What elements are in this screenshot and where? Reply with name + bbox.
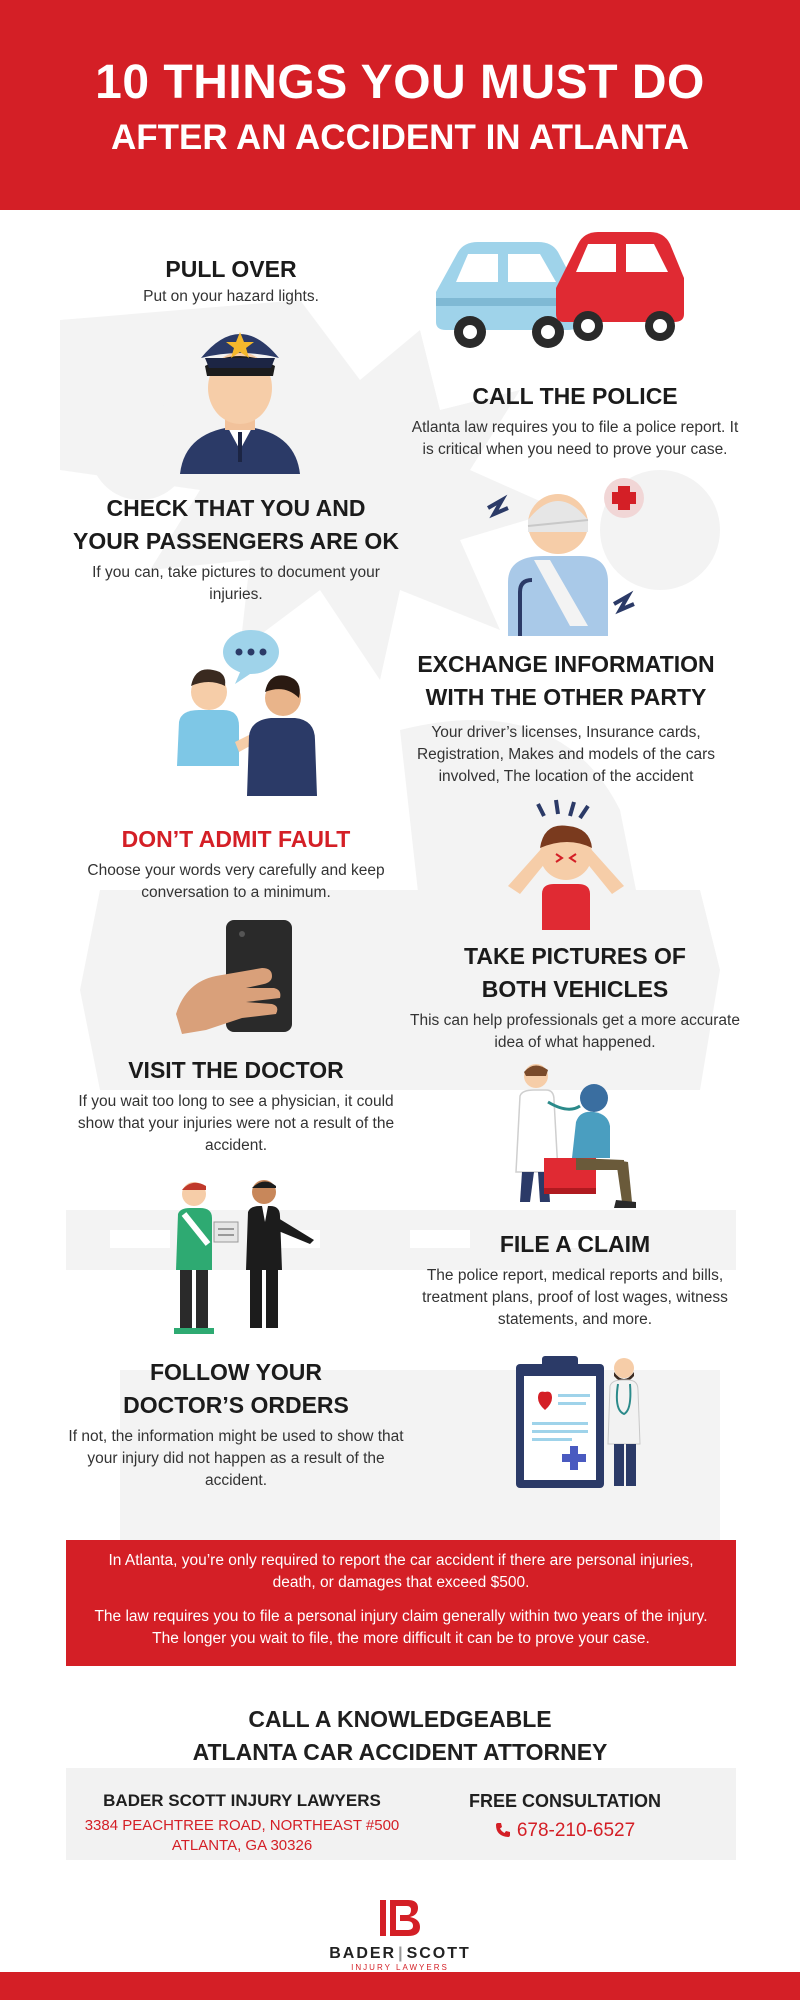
step-desc: If you wait too long to see a physician,… bbox=[77, 1093, 395, 1154]
two-people-talking-icon bbox=[177, 630, 317, 796]
step-title-line2: DOCTOR’S ORDERS bbox=[123, 1392, 349, 1418]
footer-bar bbox=[0, 1972, 800, 2000]
step-title-line1: CHECK THAT YOU AND bbox=[106, 495, 366, 521]
step-title: CALL THE POLICE bbox=[472, 383, 678, 409]
step-desc: Your driver’s licenses, Insurance cards,… bbox=[416, 724, 716, 785]
firm-address-line1: 3384 PEACHTREE ROAD, NORTHEAST #500 bbox=[84, 1817, 400, 1834]
contact-band bbox=[66, 1768, 736, 1860]
phone-icon bbox=[495, 1823, 510, 1837]
step-visit-doctor: VISIT THE DOCTOR If you wait too long to… bbox=[66, 1054, 406, 1157]
header-banner: 10 THINGS YOU MUST DO AFTER AN ACCIDENT … bbox=[0, 0, 800, 210]
firm-address-line2: ATLANTA, GA 30326 bbox=[171, 1837, 313, 1854]
firm-name: BADER SCOTT INJURY LAWYERS bbox=[103, 1791, 381, 1810]
car-crash-icon bbox=[436, 232, 684, 348]
phone-number: 678-210-6527 bbox=[516, 1820, 636, 1841]
step-title-line1: TAKE PICTURES OF bbox=[464, 943, 686, 969]
step-pull-over: PULL OVER Put on your hazard lights. bbox=[66, 253, 396, 308]
step-title-line1: EXCHANGE INFORMATION bbox=[417, 651, 715, 677]
legal-notice-box: In Atlanta, you’re only required to repo… bbox=[66, 1540, 736, 1666]
cta-line2: ATLANTA CAR ACCIDENT ATTORNEY bbox=[192, 1739, 608, 1765]
step-desc: Put on your hazard lights. bbox=[143, 288, 319, 305]
notice-reporting-requirement: In Atlanta, you’re only required to repo… bbox=[108, 1552, 694, 1591]
page-title-line1: 10 THINGS YOU MUST DO bbox=[95, 56, 705, 109]
step-check-passengers: CHECK THAT YOU AND YOUR PASSENGERS ARE O… bbox=[66, 492, 406, 606]
free-consultation: FREE CONSULTATION 678-210-6527 bbox=[440, 1790, 690, 1844]
bader-scott-logo: BADER|SCOTT INJURY LAWYERS bbox=[320, 1898, 480, 1972]
step-title: VISIT THE DOCTOR bbox=[128, 1057, 344, 1083]
step-desc: If you can, take pictures to document yo… bbox=[92, 564, 380, 603]
phone-link[interactable]: 678-210-6527 bbox=[440, 1818, 690, 1844]
step-take-pictures: TAKE PICTURES OF BOTH VEHICLES This can … bbox=[410, 940, 740, 1054]
medical-clipboard-doctor-icon bbox=[516, 1356, 641, 1488]
step-title: DON’T ADMIT FAULT bbox=[121, 826, 351, 852]
step-desc: Choose your words very carefully and kee… bbox=[87, 862, 385, 901]
step-title-line2: BOTH VEHICLES bbox=[481, 976, 669, 1002]
step-exchange-info: EXCHANGE INFORMATION WITH THE OTHER PART… bbox=[404, 648, 728, 788]
hand-holding-phone-icon bbox=[176, 920, 292, 1034]
step-dont-admit-fault: DON’T ADMIT FAULT Choose your words very… bbox=[66, 823, 406, 904]
bs-monogram-icon bbox=[380, 1900, 420, 1936]
injured-person-icon bbox=[487, 478, 644, 636]
stressed-person-icon bbox=[508, 799, 624, 930]
page-title-line2: AFTER AN ACCIDENT IN ATLANTA bbox=[110, 118, 690, 157]
step-desc: If not, the information might be used to… bbox=[68, 1428, 404, 1489]
notice-filing-deadline: The law requires you to file a personal … bbox=[94, 1608, 708, 1647]
cta-line1: CALL A KNOWLEDGEABLE bbox=[248, 1706, 552, 1732]
consultation-label: FREE CONSULTATION bbox=[469, 1791, 661, 1811]
step-file-claim: FILE A CLAIM The police report, medical … bbox=[410, 1228, 740, 1331]
police-officer-icon bbox=[180, 332, 300, 474]
step-desc: The police report, medical reports and b… bbox=[422, 1267, 728, 1328]
doctor-examining-patient-icon bbox=[515, 1064, 636, 1208]
step-title-line2: WITH THE OTHER PARTY bbox=[425, 684, 707, 710]
injured-client-and-lawyer-icon bbox=[174, 1180, 314, 1334]
logo-subtitle: INJURY LAWYERS bbox=[351, 1963, 449, 1972]
step-title-line2: YOUR PASSENGERS ARE OK bbox=[73, 528, 399, 554]
step-desc: Atlanta law requires you to file a polic… bbox=[411, 419, 739, 458]
step-follow-doctors-orders: FOLLOW YOUR DOCTOR’S ORDERS If not, the … bbox=[66, 1356, 406, 1492]
step-title: PULL OVER bbox=[165, 256, 297, 282]
step-desc: This can help professionals get a more a… bbox=[410, 1012, 740, 1051]
firm-info: BADER SCOTT INJURY LAWYERS 3384 PEACHTRE… bbox=[66, 1790, 418, 1856]
logo-wordmark: BADER|SCOTT bbox=[329, 1945, 471, 1962]
call-to-action: CALL A KNOWLEDGEABLE ATLANTA CAR ACCIDEN… bbox=[0, 1703, 800, 1769]
step-title-line1: FOLLOW YOUR bbox=[149, 1359, 323, 1385]
step-title: FILE A CLAIM bbox=[499, 1231, 651, 1257]
step-call-police: CALL THE POLICE Atlanta law requires you… bbox=[410, 380, 740, 461]
